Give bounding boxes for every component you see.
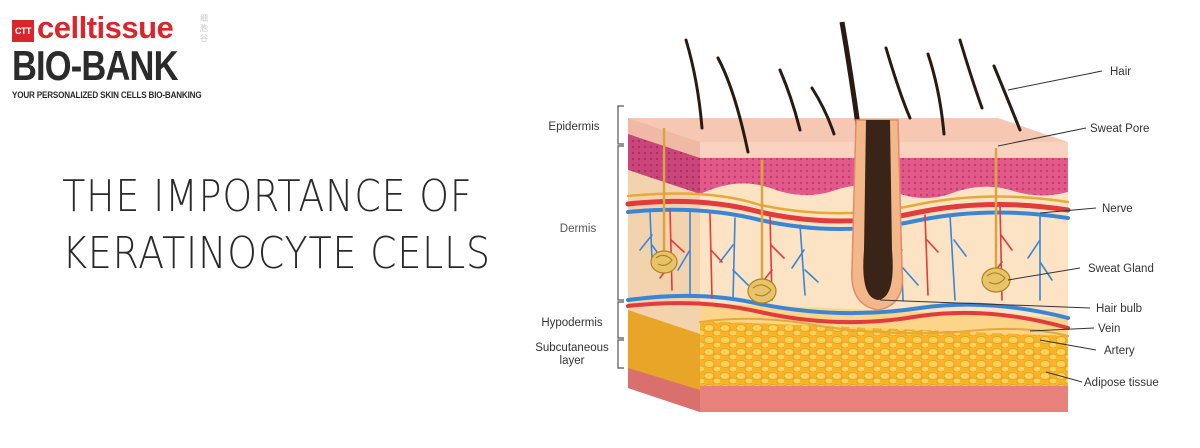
hypodermis-layer <box>628 300 1068 340</box>
label-hypodermis: Hypodermis <box>541 317 603 329</box>
logo-biobank: BIO-BANK <box>12 42 178 89</box>
label-epidermis: Epidermis <box>548 121 599 133</box>
hair-follicle-main <box>839 21 904 311</box>
sweat-glands <box>650 128 1011 304</box>
label-hair: Hair <box>1110 66 1131 78</box>
label-hair-bulb: Hair bulb <box>1096 303 1142 315</box>
label-adipose-tissue: Adipose tissue <box>1084 377 1159 389</box>
adipose-layer <box>628 318 1068 392</box>
page-title: THE IMPORTANCE OF KERATINOCYTE CELLS <box>30 168 490 282</box>
label-vein: Vein <box>1098 323 1120 335</box>
layer-brackets <box>617 105 624 369</box>
logo-ctt-mark: CTT <box>12 20 34 42</box>
label-dermis: Dermis <box>560 223 597 235</box>
label-sweat-pore: Sweat Pore <box>1090 123 1149 135</box>
epidermis-layer <box>628 118 1068 158</box>
logo-brand-name: celltissue <box>37 10 174 45</box>
hair-strands <box>684 38 1022 154</box>
label-sweat-gland: Sweat Gland <box>1088 263 1154 275</box>
logo-cjk-text: 细胞谷 <box>200 14 208 43</box>
title-line-1: THE IMPORTANCE OF <box>62 171 473 222</box>
vessel-network <box>625 192 1071 337</box>
brand-logo: CTT celltissue 细胞谷 BIO-BANK YOUR PERSONA… <box>12 10 217 102</box>
stratum-band <box>628 134 1068 199</box>
title-line-2: KERATINOCYTE CELLS <box>62 228 491 279</box>
skin-layers-diagram: Epidermis Dermis Hypodermis Subcutaneous… <box>535 21 1159 412</box>
label-subcutaneous-layer: layer <box>560 355 585 367</box>
logo-tagline: YOUR PERSONALIZED SKIN CELLS BIO-BANKING <box>12 90 202 100</box>
epidermis-surface <box>628 118 1068 142</box>
bottom-front-face <box>700 386 1068 412</box>
label-subcutaneous: Subcutaneous <box>535 342 609 354</box>
label-artery: Artery <box>1104 345 1135 357</box>
label-nerve: Nerve <box>1102 203 1133 215</box>
leader-lines <box>879 70 1103 383</box>
